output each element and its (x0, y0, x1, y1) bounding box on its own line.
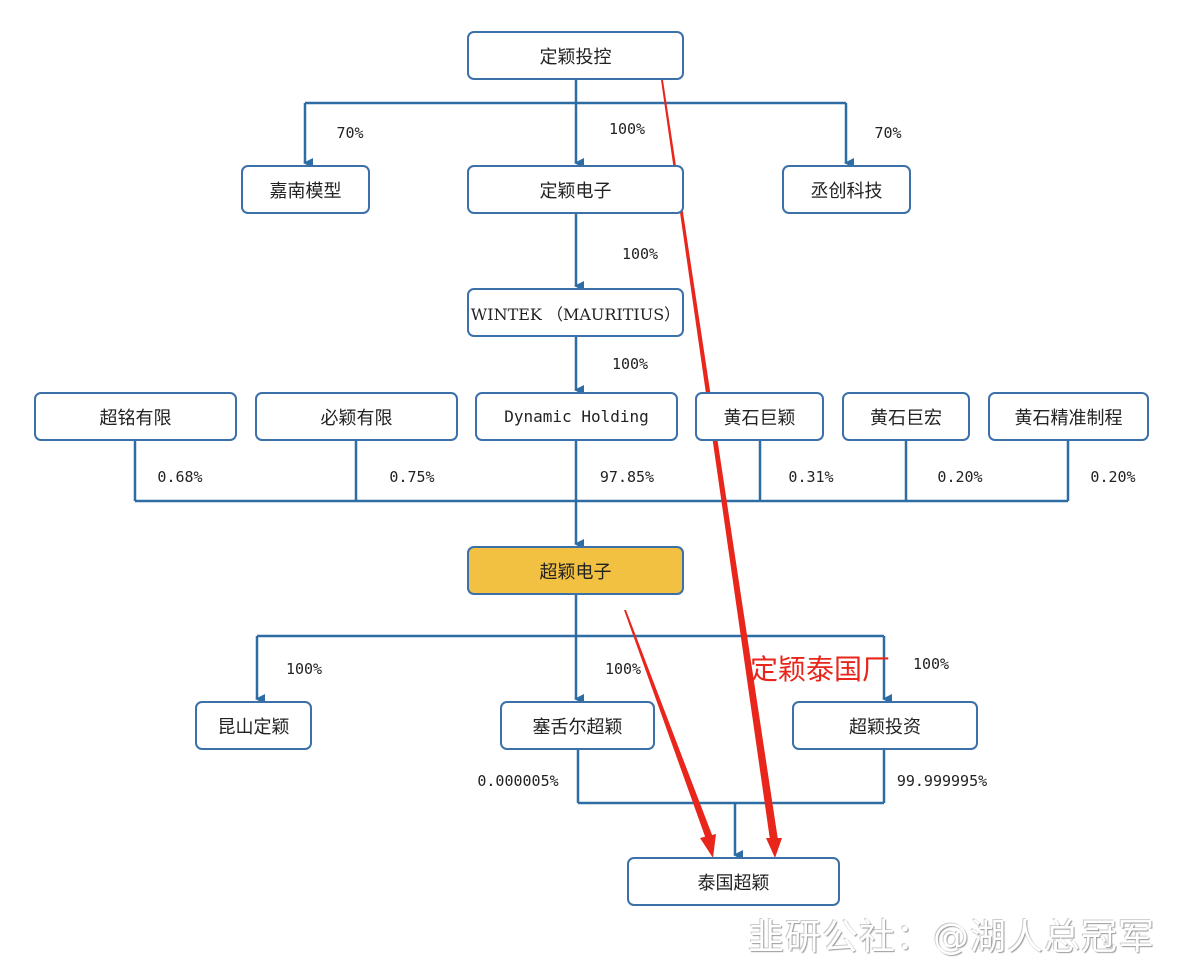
node-dingying-elec: 定颖电子 (467, 165, 684, 214)
node-thailand: 泰国超颖 (627, 857, 840, 906)
node-chengchuang: 丞创科技 (782, 165, 911, 214)
node-jianan: 嘉南模型 (241, 165, 370, 214)
node-biying: 必颖有限 (255, 392, 458, 441)
watermark: 韭研公社：@湖人总冠军 (748, 917, 1156, 958)
red-annotation-arrows (624, 80, 782, 858)
pct-label: 100% (285, 660, 323, 678)
pct-label: 97.85% (599, 468, 655, 486)
node-chaoming: 超铭有限 (34, 392, 237, 441)
pct-label: 0.75% (389, 468, 435, 486)
node-chaoying-elec: 超颖电子 (467, 546, 684, 595)
pct-label: 100% (604, 660, 642, 678)
pct-label: 0.20% (937, 468, 983, 486)
pct-label: 100% (912, 655, 950, 673)
pct-label: 70% (336, 124, 364, 142)
node-hs-jingzhun: 黄石精准制程 (988, 392, 1149, 441)
annotation-thailand-plant: 定颖泰国厂 (750, 653, 891, 686)
node-hs-juhong: 黄石巨宏 (842, 392, 970, 441)
pct-label: 99.999995% (896, 772, 988, 790)
node-dingying-holding: 定颖投控 (467, 31, 684, 80)
node-kunshan: 昆山定颖 (195, 701, 312, 750)
node-seychelles: 塞舌尔超颖 (500, 701, 655, 750)
node-chaoying-inv: 超颖投资 (792, 701, 978, 750)
node-wintek: WINTEK （MAURITIUS） (467, 288, 684, 337)
pct-label: 0.68% (157, 468, 203, 486)
pct-label: 100% (608, 120, 646, 138)
node-dynamic-holding: Dynamic Holding (475, 392, 678, 441)
pct-label: 100% (611, 355, 649, 373)
pct-label: 0.000005% (477, 772, 559, 790)
pct-label: 70% (874, 124, 902, 142)
pct-label: 0.31% (788, 468, 834, 486)
node-hs-juying: 黄石巨颖 (695, 392, 824, 441)
pct-label: 100% (621, 245, 659, 263)
pct-label: 0.20% (1090, 468, 1136, 486)
